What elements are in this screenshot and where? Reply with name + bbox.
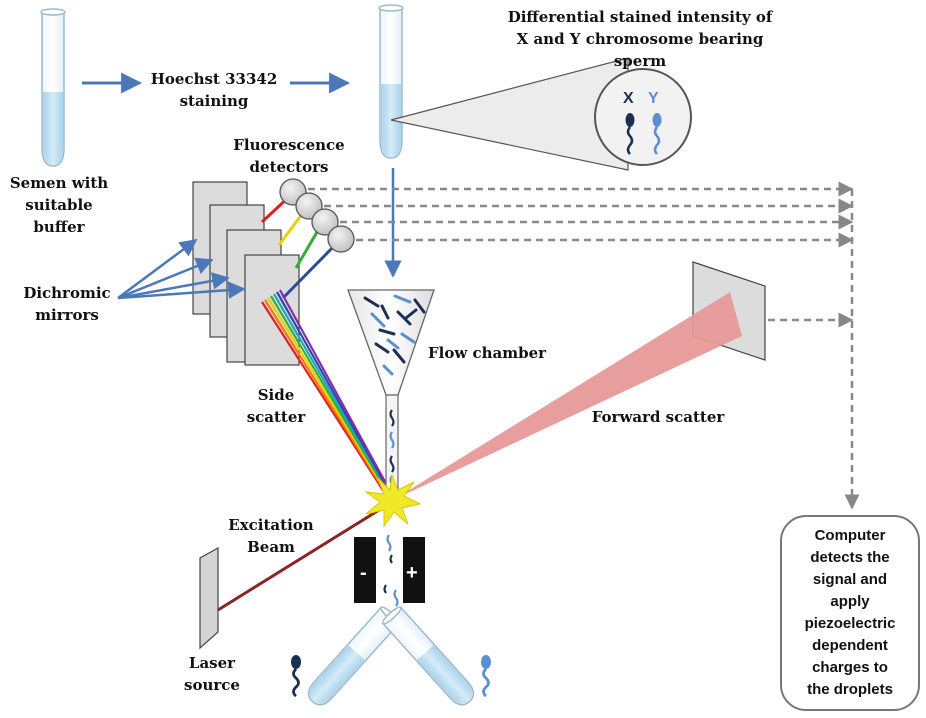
magnifier-circle bbox=[594, 68, 692, 166]
fluorescence-detectors-label: Fluorescence detectors bbox=[233, 136, 345, 176]
sorted-x-sperm-icon bbox=[291, 655, 301, 698]
forward-scatter-beam bbox=[393, 292, 742, 500]
capillary-sperm bbox=[389, 409, 395, 485]
hoechst-staining-label: Hoechst 33342 staining bbox=[150, 70, 278, 110]
computer-label: Computer detects the signal and apply pi… bbox=[804, 527, 896, 698]
negative-sign: - bbox=[360, 562, 367, 584]
x-chromosome-label: X bbox=[623, 90, 634, 107]
dichromic-mirrors bbox=[192, 181, 300, 366]
funnel-sperm-cluster bbox=[363, 294, 426, 376]
y-sperm-icon bbox=[652, 113, 662, 155]
laser-source bbox=[199, 546, 219, 650]
differential-intensity-label: Differential stained intensity of X and … bbox=[507, 8, 773, 70]
semen-label: Semen with suitable buffer bbox=[9, 174, 109, 236]
negative-plate: - bbox=[354, 537, 376, 603]
positive-sign: + bbox=[406, 562, 418, 584]
side-scatter-label: Side scatter bbox=[246, 386, 306, 426]
stained-tube bbox=[378, 4, 404, 159]
signal-lines bbox=[308, 181, 860, 510]
flow-chamber bbox=[347, 289, 435, 501]
flow-chamber-label: Flow chamber bbox=[428, 344, 547, 362]
right-collection-tube bbox=[381, 606, 475, 706]
fluorescence-detectors bbox=[279, 178, 355, 253]
magnifier-cone bbox=[390, 57, 629, 171]
y-chromosome-label: Y bbox=[648, 90, 659, 107]
forward-scatter-label: Forward scatter bbox=[591, 408, 725, 426]
detection-flash bbox=[364, 473, 422, 528]
droplet-sperm bbox=[383, 534, 399, 607]
x-sperm-icon bbox=[625, 113, 635, 155]
positive-plate: + bbox=[403, 537, 425, 603]
side-scatter-rainbow bbox=[261, 289, 395, 499]
computer-box: Computer detects the signal and apply pi… bbox=[780, 515, 920, 711]
dichromic-mirrors-label: Dichromic mirrors bbox=[23, 284, 111, 324]
excitation-beam-label: Excitation Beam bbox=[228, 516, 314, 556]
laser-source-label: Laser source bbox=[184, 654, 240, 694]
excitation-beam bbox=[217, 500, 393, 612]
mirror-pointer-arrows bbox=[117, 238, 246, 300]
sorted-y-sperm-icon bbox=[481, 655, 491, 698]
semen-tube bbox=[40, 8, 66, 167]
